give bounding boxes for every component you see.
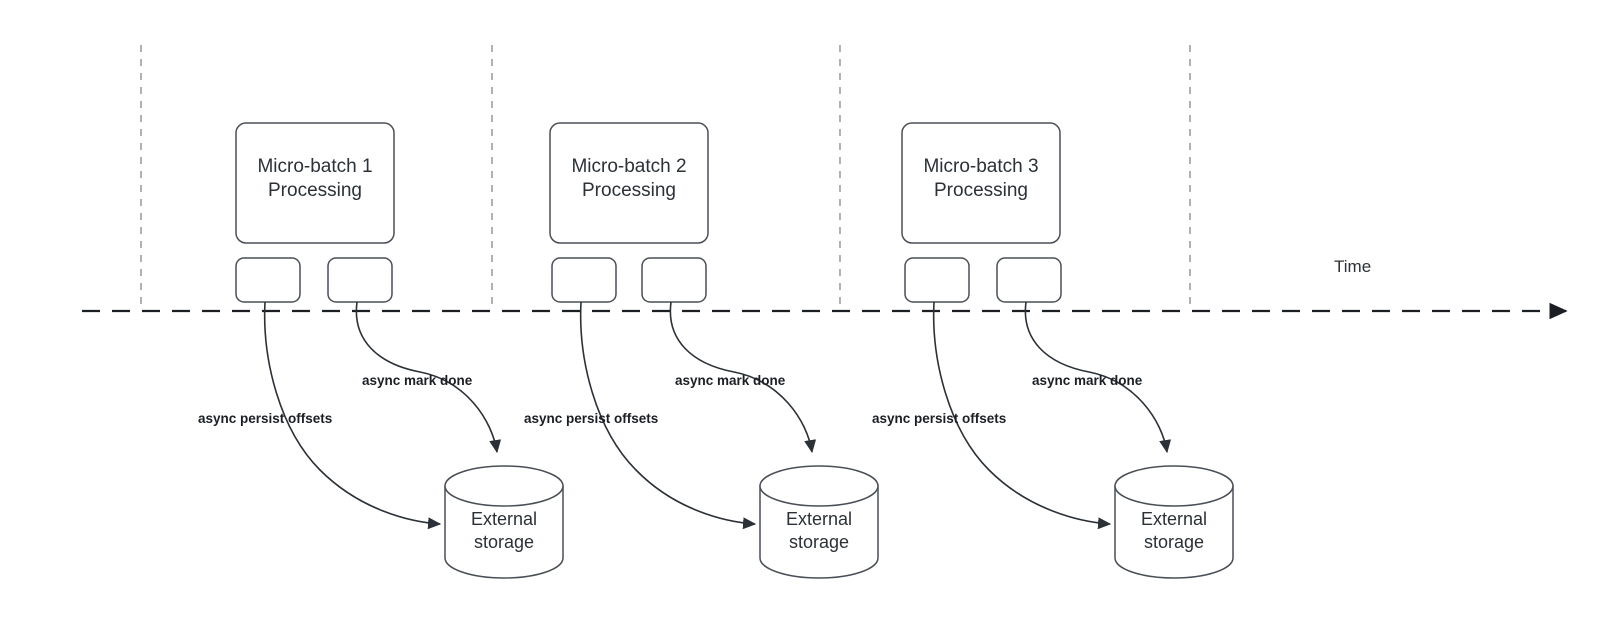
batch-2-task-b-box[interactable]	[641, 257, 707, 303]
batch-1-group	[235, 122, 564, 579]
batch-1-task-a-box[interactable]	[235, 257, 301, 303]
batch-1-processing-box[interactable]	[235, 122, 395, 244]
batch-3-task-a-box[interactable]	[904, 257, 970, 303]
batch-2-async-persist-offsets-label: async persist offsets	[524, 411, 659, 426]
batch-3-persist-offsets-edge	[932, 301, 1112, 530]
batch-3-async-persist-offsets-label: async persist offsets	[872, 411, 1007, 426]
batch-1-persist-offsets-edge	[263, 301, 442, 530]
batch-1-async-mark-done-label: async mark done	[362, 373, 473, 388]
batch-1-async-persist-offsets-label: async persist offsets	[198, 411, 333, 426]
batch-3-processing-box[interactable]	[901, 122, 1061, 244]
batch-3-group	[901, 122, 1234, 579]
batch-3-task-b-box[interactable]	[996, 257, 1062, 303]
batch-3-async-mark-done-label: async mark done	[1032, 373, 1143, 388]
batch-3-external-storage-cylinder[interactable]	[1114, 465, 1234, 579]
batch-1-external-storage-label: External storage	[470, 509, 538, 553]
batch-2-async-mark-done-label: async mark done	[675, 373, 786, 388]
batch-2-task-a-box[interactable]	[551, 257, 617, 303]
batch-2-external-storage-cylinder[interactable]	[759, 465, 879, 579]
batch-3-mark-done-edge	[1024, 301, 1172, 454]
batch-2-mark-done-edge	[669, 301, 817, 454]
batch-1-external-storage-cylinder[interactable]	[444, 465, 564, 579]
batch-2-persist-offsets-edge	[579, 301, 757, 530]
batch-2-group	[549, 122, 879, 579]
batch-3-external-storage-label: External storage	[1140, 509, 1208, 553]
batch-2-processing-box[interactable]	[549, 122, 709, 244]
time-axis-label: Time	[1334, 257, 1372, 276]
batch-2-external-storage-label: External storage	[785, 509, 853, 553]
timeline-boundaries	[140, 45, 1191, 311]
batch-1-task-b-box[interactable]	[327, 257, 393, 303]
batch-1-mark-done-edge	[355, 301, 502, 454]
